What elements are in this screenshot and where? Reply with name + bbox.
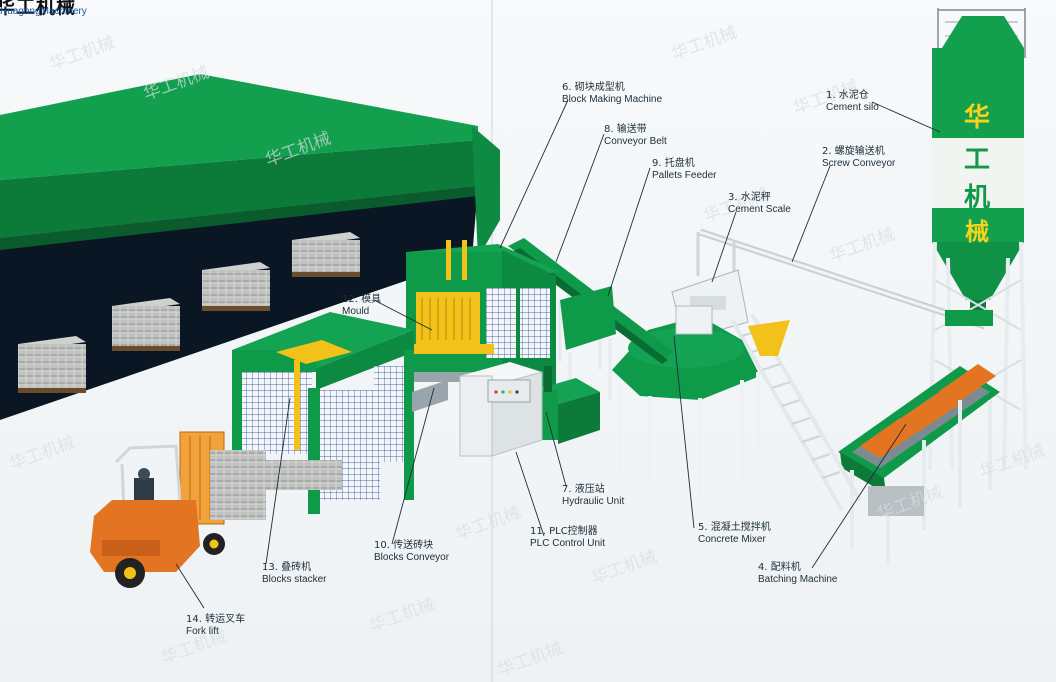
watermark-text: 华工机械 <box>495 639 566 681</box>
leader-line <box>791 165 831 263</box>
skip-hoist <box>730 312 862 512</box>
leader-line <box>265 397 291 565</box>
callout-blocks-stacker: 13. 叠砖机 Blocks stacker <box>262 562 327 585</box>
watermark-text: 华工机械 <box>453 503 524 545</box>
watermark-text: 华工机械 <box>7 433 78 475</box>
callout-pallets-feeder: 9. 托盘机 Pallets Feeder <box>652 158 717 181</box>
callout-cement-silo: 1. 水泥仓 Cement silo <box>826 90 879 113</box>
cement-silo <box>928 8 1028 471</box>
silo-lettering: 华 <box>964 102 990 133</box>
silo-lettering: 工 <box>964 145 990 175</box>
batching-machine <box>838 364 1000 566</box>
leader-line <box>871 101 941 133</box>
callout-concrete-mixer: 5. 混凝土搅拌机 Concrete Mixer <box>698 522 771 545</box>
callout-fork-lift: 14. 转运叉车 Fork lift <box>186 614 246 637</box>
watermark-text: 华工机械 <box>47 33 118 75</box>
blocks-stacker <box>232 312 448 514</box>
leader-line <box>555 133 605 263</box>
leader-line <box>373 299 433 331</box>
watermark-text: 华工机械 <box>669 23 740 65</box>
callout-plc-control-unit: 11. PLC控制器 PLC Control Unit <box>530 526 606 549</box>
leader-line <box>545 411 567 487</box>
silo-lettering: 械 <box>965 218 989 246</box>
leader-line <box>711 211 737 283</box>
leader-line <box>391 387 435 545</box>
leader-line <box>811 423 907 569</box>
block-making-machine <box>406 240 560 392</box>
block-pallets <box>18 232 360 393</box>
leader-line <box>175 563 205 609</box>
callout-mould: 12. 模具 Mould <box>342 294 382 317</box>
callout-blocks-conveyor: 10. 传送砖块 Blocks Conveyor <box>374 540 450 563</box>
block-pallet <box>112 298 180 351</box>
block-pallet <box>18 336 86 393</box>
watermark-text: 华工机械 <box>367 595 438 637</box>
brand-name-en: HuagongMachinery <box>0 6 87 17</box>
callout-block-making-machine: 6. 砌块成型机 Block Making Machine <box>562 82 663 105</box>
screw-conveyor <box>698 228 993 330</box>
leader-line <box>673 335 695 529</box>
watermark-text: 华工机械 <box>589 547 660 589</box>
leader-lines <box>175 99 941 609</box>
leader-line <box>607 167 651 297</box>
plc-control-unit <box>459 362 543 457</box>
block-pallet <box>292 232 360 277</box>
callout-cement-scale: 3. 水泥秤 Cement Scale <box>728 192 791 215</box>
watermark-text: 华工机械 <box>977 441 1048 483</box>
leader-line <box>499 99 569 249</box>
callout-screw-conveyor: 2. 螺旋输送机 Screw Conveyor <box>822 146 896 169</box>
watermark-text: 华工机械 <box>827 225 898 267</box>
block-pallet <box>202 262 270 311</box>
silo-lettering: 机 <box>964 183 990 213</box>
callout-batching-machine: 4. 配料机 Batching Machine <box>758 562 838 585</box>
callout-conveyor-belt: 8. 输送带 Conveyor Belt <box>604 124 667 147</box>
callout-hydraulic-unit: 7. 液压站 Hydraulic Unit <box>562 484 625 507</box>
leader-line <box>515 451 545 537</box>
forklift <box>90 431 266 588</box>
brand-name-cn: 华工机械 <box>0 0 77 18</box>
